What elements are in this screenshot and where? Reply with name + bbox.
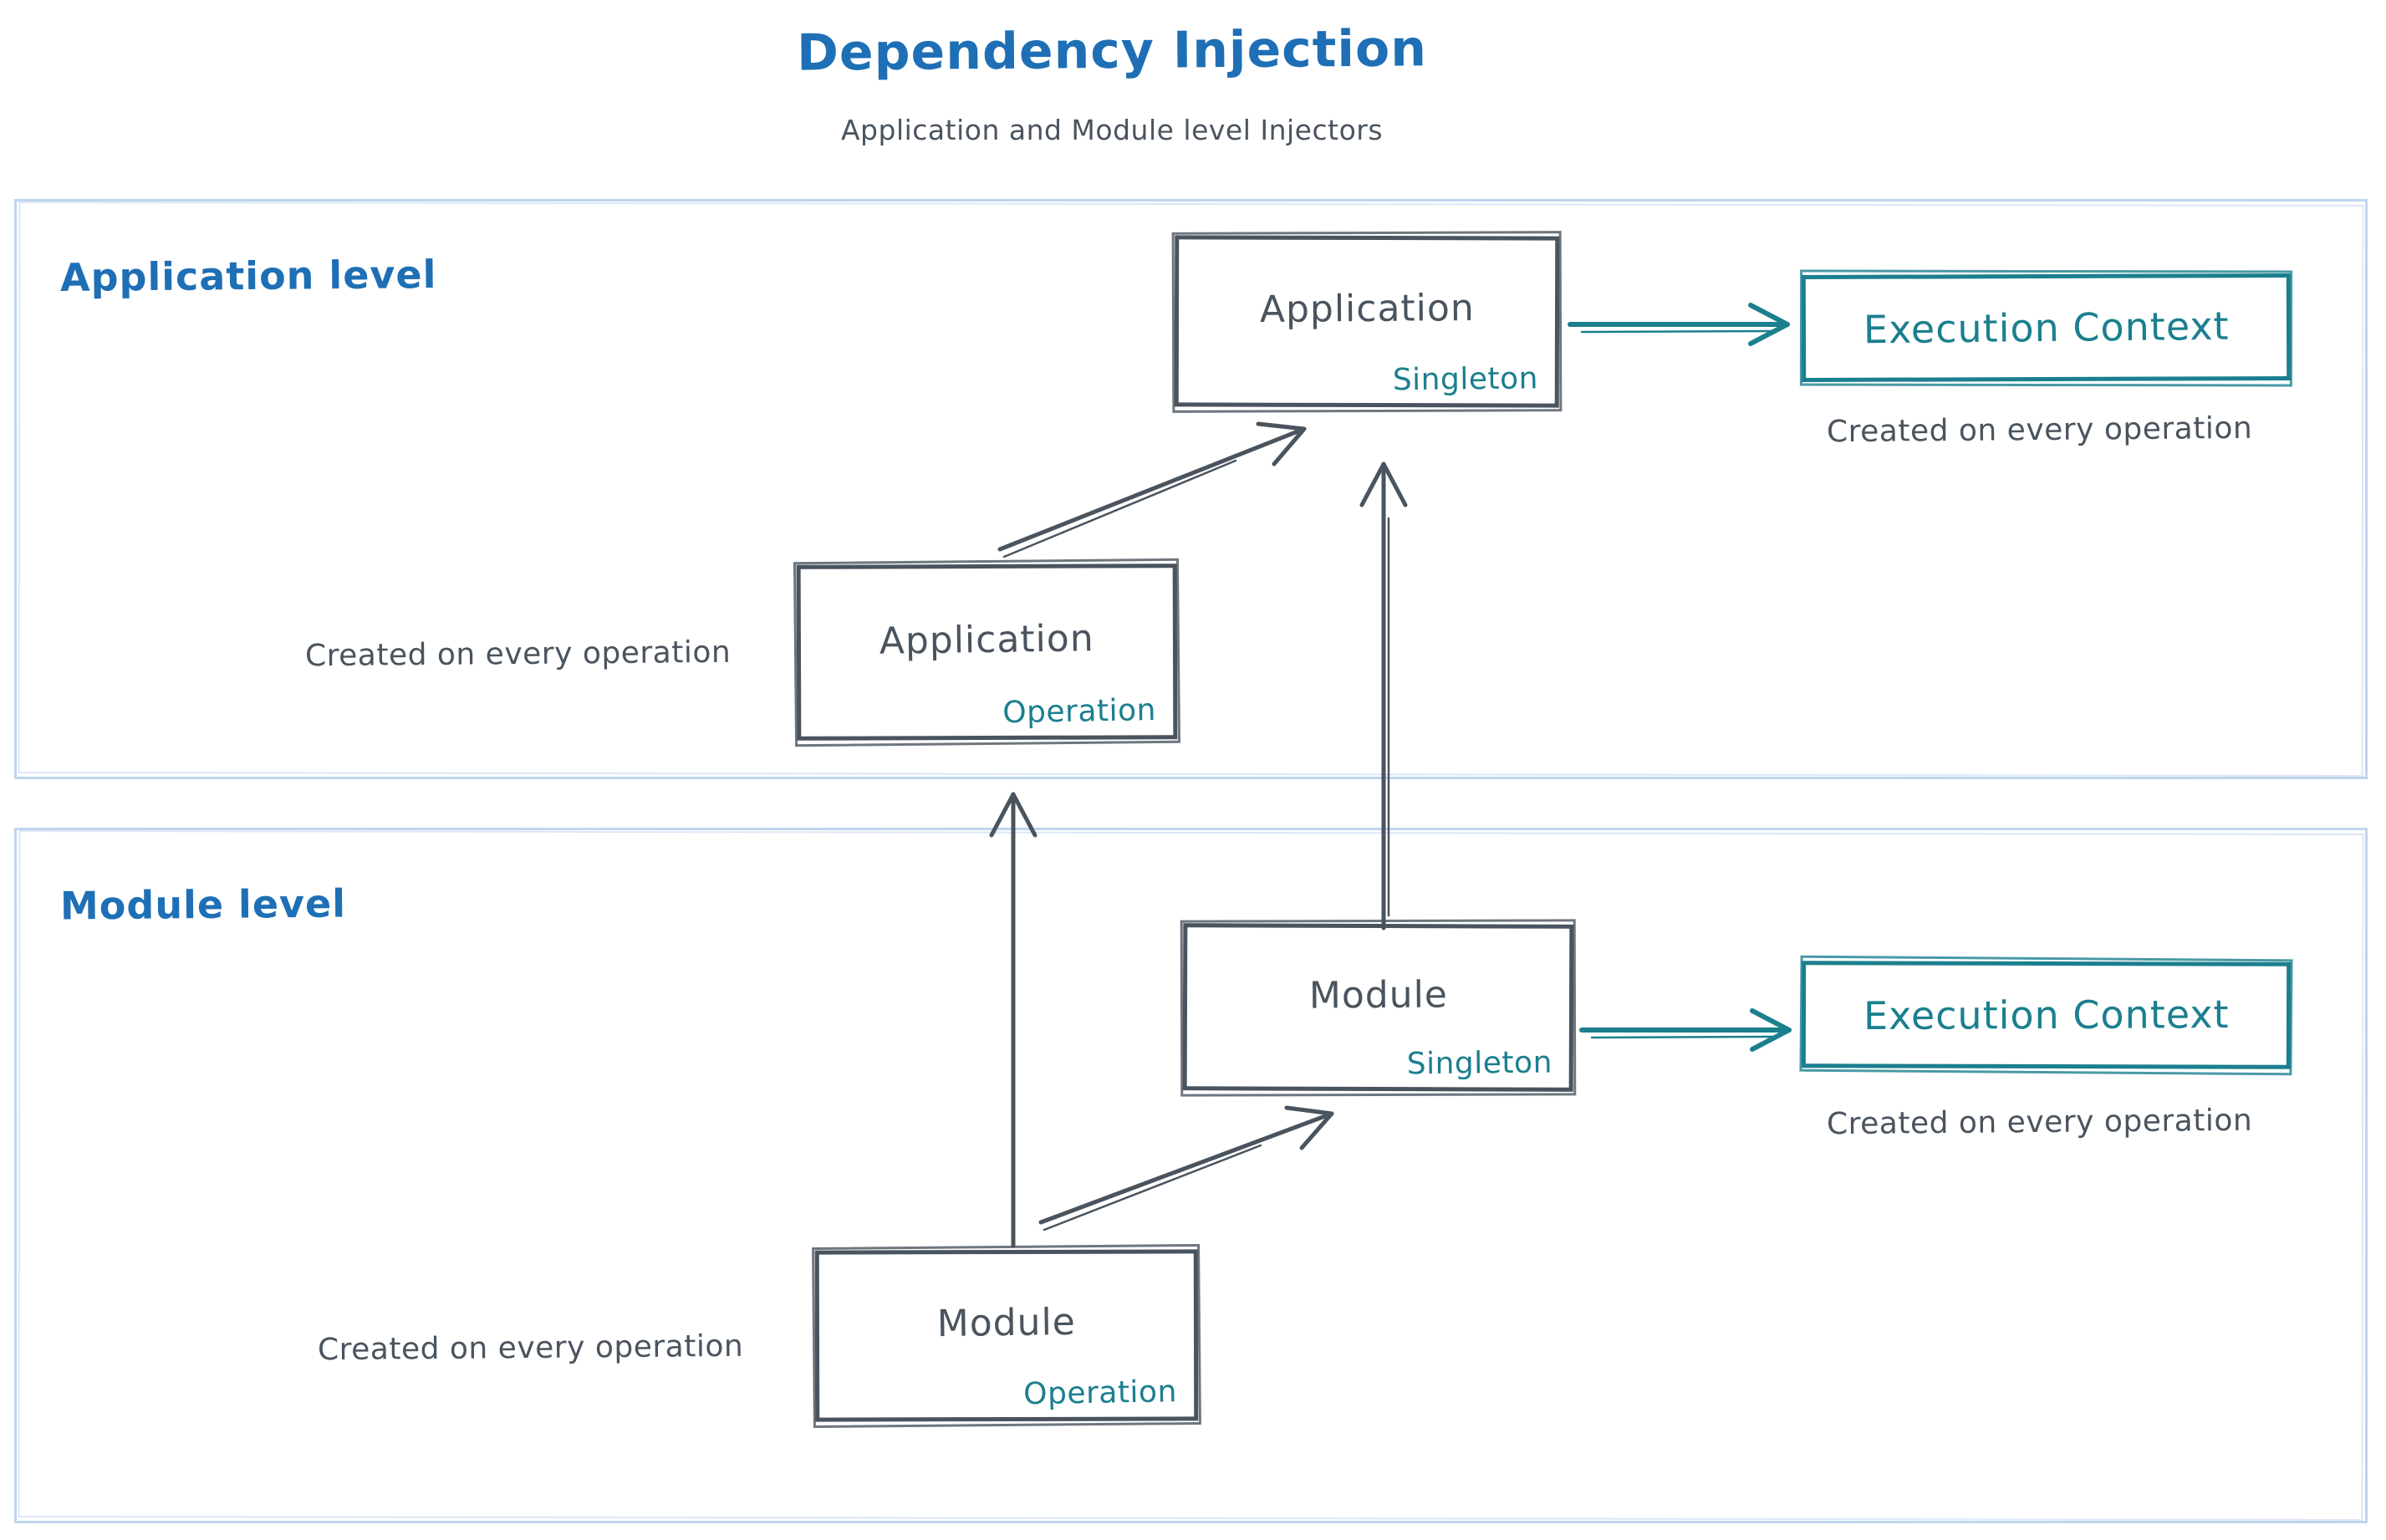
node-module-operation-title: Module: [936, 1300, 1077, 1346]
node-application-operation-title: Application: [879, 616, 1095, 663]
node-module-singleton: Module Singleton: [1182, 923, 1574, 1092]
node-module-operation-badge: Operation: [1023, 1374, 1178, 1412]
node-module-singleton-badge: Singleton: [1406, 1045, 1552, 1082]
section-application-level: Application level: [14, 199, 2368, 779]
section-module-level: Module level: [14, 828, 2368, 1523]
caption-module-operation: Created on every operation: [317, 1328, 744, 1368]
node-module-singleton-title: Module: [1308, 972, 1448, 1017]
node-application-singleton-title: Application: [1259, 286, 1475, 332]
node-execution-context-application: Execution Context: [1801, 273, 2292, 383]
caption-execution-context-application: Created on every operation: [1826, 410, 2253, 450]
section-module-level-label: Module level: [59, 880, 347, 929]
node-execution-context-application-label: Execution Context: [1863, 303, 2230, 353]
node-execution-context-module: Execution Context: [1801, 961, 2292, 1069]
caption-application-operation: Created on every operation: [304, 635, 732, 674]
node-application-singleton-badge: Singleton: [1392, 361, 1539, 398]
diagram-title: Dependency Injection: [796, 19, 1428, 83]
diagram-subtitle: Application and Module level Injectors: [840, 114, 1384, 146]
node-module-operation: Module Operation: [814, 1249, 1199, 1422]
node-execution-context-module-label: Execution Context: [1863, 992, 2230, 1038]
node-application-operation: Application Operation: [796, 563, 1178, 741]
node-application-singleton: Application Singleton: [1174, 235, 1560, 408]
section-application-level-label: Application level: [59, 252, 437, 300]
node-application-operation-badge: Operation: [1002, 693, 1157, 731]
caption-execution-context-module: Created on every operation: [1826, 1103, 2253, 1142]
